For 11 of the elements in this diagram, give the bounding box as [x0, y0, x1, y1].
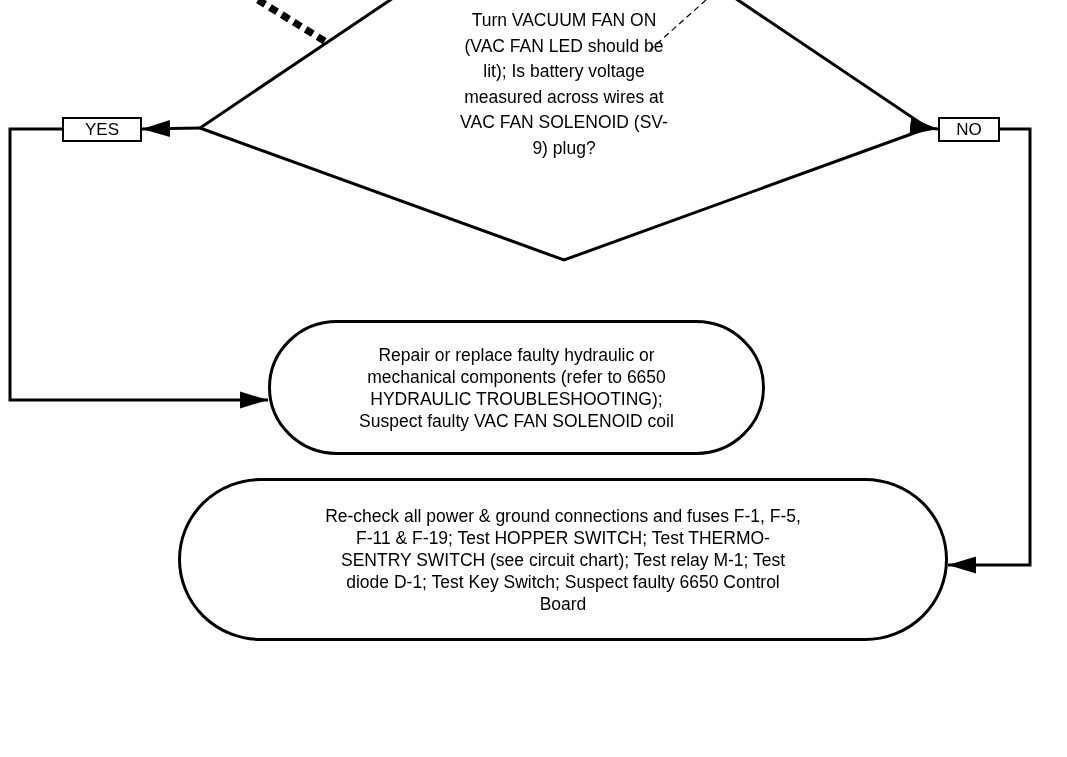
connector-line — [256, 0, 329, 46]
action-text: Repair or replace faulty hydraulic or mechanical components (refer to 6650 HYDRAULIC TROUBLESHOOTING); Suspect faulty VAC FAN SOLENOID coil — [358, 343, 675, 432]
arrow — [8, 127, 268, 409]
arrow — [909, 117, 939, 135]
question-text: Turn VACUUM FAN ON (VAC FAN LED should be lit); Is battery voltage measured across wires at VAC FAN SOLENOID (SV-9) plug? — [459, 9, 669, 160]
answer-box: NO — [938, 117, 1000, 142]
decision-diamond — [200, 0, 928, 260]
answer-box: YES — [62, 117, 142, 142]
arrow — [948, 127, 1032, 574]
arrow — [141, 120, 201, 137]
action-text: Re-check all power & ground connections and fuses F-1, F-5, F-11 & F-19; Test HOPPER SWITCH; Test THERMO-SENTRY SWITCH (see circuit chart); Test relay M-1; Test diode D-1; Test Key Switch; Suspect faulty 6650 Control Board — [324, 504, 802, 615]
